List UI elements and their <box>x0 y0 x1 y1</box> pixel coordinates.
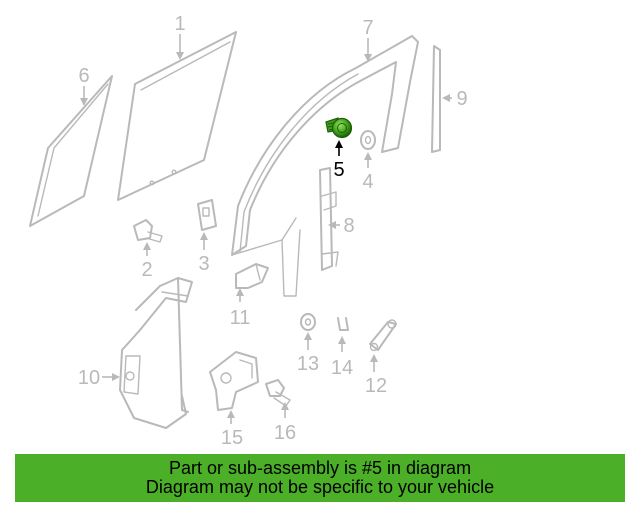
callout-2-label: 2 <box>141 259 152 281</box>
part-10-regulator <box>119 277 193 429</box>
callout-8: 8 <box>328 215 355 237</box>
callout-14-label: 14 <box>331 357 353 379</box>
part-7-glass-run-channel <box>231 35 419 297</box>
part-6-quarter-glass <box>29 75 113 227</box>
part-12-link <box>369 319 397 352</box>
callout-7: 7 <box>362 17 374 62</box>
callout-16-label: 16 <box>274 422 296 444</box>
callout-15: 15 <box>221 410 243 449</box>
part-15-motor <box>209 351 259 411</box>
callout-2: 2 <box>141 242 153 281</box>
callout-11-label: 11 <box>230 307 251 329</box>
part-2-bolt <box>133 219 163 243</box>
callout-10: 10 <box>78 367 120 389</box>
part-3-clip <box>197 199 217 231</box>
callout-7-label: 7 <box>362 17 373 39</box>
callout-12-label: 12 <box>365 375 387 397</box>
callout-6-label: 6 <box>78 65 89 87</box>
part-8-guide-rail <box>319 167 339 271</box>
banner-line-1: Part or sub-assembly is #5 in diagram <box>168 458 472 478</box>
part-9-weatherstrip <box>431 45 441 153</box>
callout-1: 1 <box>174 13 186 60</box>
part-11-bracket <box>235 263 269 289</box>
callout-1-label: 1 <box>174 13 185 35</box>
callout-8-label: 8 <box>343 215 354 237</box>
callout-14: 14 <box>331 336 353 379</box>
part-13-washer <box>300 313 316 331</box>
callout-9-label: 9 <box>456 88 467 110</box>
callout-6: 6 <box>78 65 90 106</box>
callout-15-label: 15 <box>221 427 243 449</box>
callout-3: 3 <box>198 232 210 275</box>
callout-3-label: 3 <box>198 253 209 275</box>
part-16-bolt <box>265 379 291 407</box>
part-4-washer <box>360 130 376 150</box>
callout-5-label: 5 <box>333 159 344 181</box>
part-5-bolt-highlighted <box>325 117 353 139</box>
callout-12: 12 <box>365 354 387 397</box>
callout-13: 13 <box>297 332 319 375</box>
callout-5: 5 <box>333 140 345 181</box>
info-banner: Part or sub-assembly is #5 in diagram Di… <box>15 454 625 502</box>
part-14-clip <box>337 317 349 331</box>
callout-10-label: 10 <box>78 367 100 389</box>
callout-4: 4 <box>362 152 374 193</box>
callout-11: 11 <box>230 288 251 329</box>
callout-4-label: 4 <box>362 171 373 193</box>
callout-16: 16 <box>274 402 296 444</box>
callout-13-label: 13 <box>297 353 319 375</box>
banner-line-2: Diagram may not be specific to your vehi… <box>145 477 495 497</box>
part-1-door-glass <box>117 31 237 201</box>
parts-diagram: 1 6 7 9 5 4 8 2 3 11 <box>29 13 468 449</box>
callout-9: 9 <box>442 88 468 110</box>
